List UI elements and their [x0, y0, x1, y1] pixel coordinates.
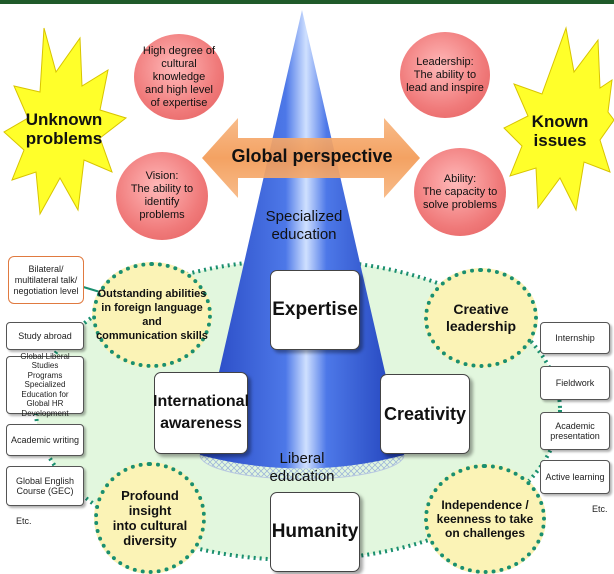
specialized-education-label: Specialized education	[265, 208, 343, 243]
international-awareness-box: International awareness	[153, 372, 249, 454]
program-internship: Internship	[540, 322, 610, 354]
unknown-problems-burst	[3, 27, 128, 216]
leadership-circle: Leadership: The ability to lead and insp…	[400, 32, 490, 118]
creative-leadership-circle: Creative leadership	[424, 268, 538, 368]
etc-right-label: Etc.	[592, 504, 608, 514]
program-study-abroad: Study abroad	[6, 322, 84, 350]
program-active-learning: Active learning	[540, 460, 610, 494]
ability-circle: Ability: The capacity to solve problems	[414, 148, 506, 236]
expertise-box: Expertise	[270, 270, 360, 350]
program-global-english: Global English Course (GEC)	[6, 466, 84, 506]
global-perspective-arrow	[202, 118, 420, 198]
unknown-problems-label: Unknown problems	[25, 110, 103, 148]
creativity-box: Creativity	[380, 374, 470, 454]
negotiation-callout: Bilateral/ multilateral talk/ negotiatio…	[8, 256, 84, 304]
foreign-language-circle: Outstanding abilities in foreign languag…	[92, 262, 212, 368]
etc-left-label: Etc.	[16, 516, 32, 526]
knowledge-expertise-circle: High degree of cultural knowledge and hi…	[134, 34, 224, 120]
cultural-diversity-circle: Profound insight into cultural diversity	[94, 462, 206, 574]
program-academic-presentation: Academic presentation	[540, 412, 610, 450]
top-bar	[0, 0, 614, 4]
known-issues-burst	[503, 26, 614, 212]
independence-circle: Independence / keenness to take on chall…	[424, 464, 546, 574]
global-perspective-label: Global perspective	[231, 146, 393, 166]
known-issues-label: Known issues	[531, 112, 589, 150]
program-fieldwork: Fieldwork	[540, 366, 610, 400]
program-academic-writing: Academic writing	[6, 424, 84, 456]
humanity-box: Humanity	[270, 492, 360, 572]
liberal-education-label: Liberal education	[269, 450, 335, 485]
cone	[200, 10, 404, 469]
vision-circle: Vision: The ability to identify problems	[116, 152, 208, 240]
program-global-liberal-studies: Global Liberal Studies Programs Speciali…	[6, 352, 84, 418]
